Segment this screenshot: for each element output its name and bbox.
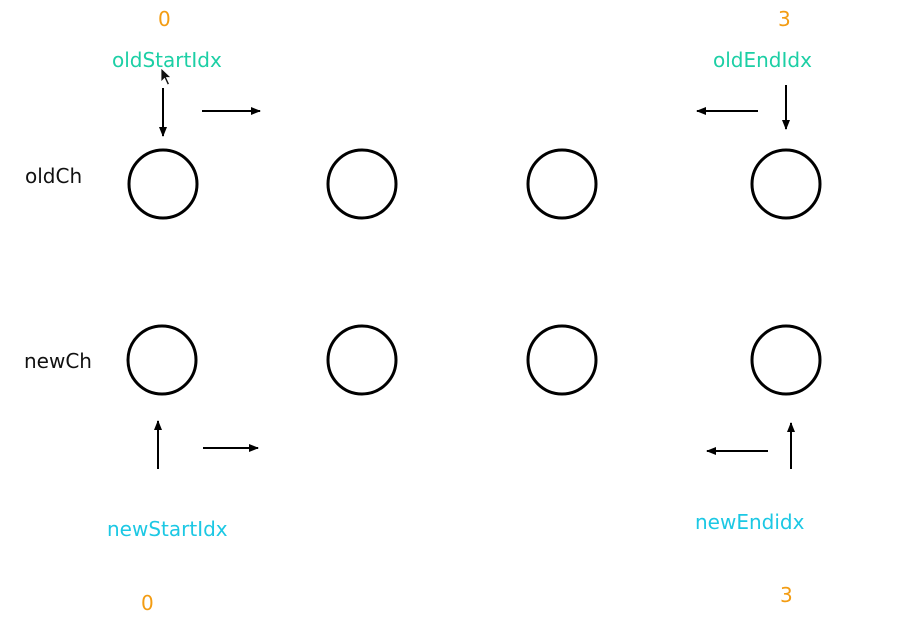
new-end-index: 3 <box>780 583 793 607</box>
new-children-label: newCh <box>24 349 92 373</box>
new-start-pointer-label: newStartIdx <box>107 517 228 541</box>
new-child-node-0 <box>126 324 198 396</box>
old-child-node-3 <box>750 148 822 220</box>
new-child-node-1 <box>326 324 398 396</box>
new-start-index: 0 <box>141 591 154 615</box>
old-child-node-1 <box>326 148 398 220</box>
old-child-node-0 <box>127 148 199 220</box>
old-child-node-2 <box>526 148 598 220</box>
old-children-label: oldCh <box>25 164 83 188</box>
new-child-node-2 <box>526 324 598 396</box>
new-child-node-3 <box>750 324 822 396</box>
new-end-pointer-label: newEndidx <box>695 510 805 534</box>
old-end-pointer-label: oldEndIdx <box>713 48 812 72</box>
old-start-pointer-label: oldStartIdx <box>112 48 222 72</box>
mouse-cursor-icon <box>160 67 173 86</box>
old-end-index: 3 <box>778 7 791 31</box>
old-start-index: 0 <box>158 7 171 31</box>
